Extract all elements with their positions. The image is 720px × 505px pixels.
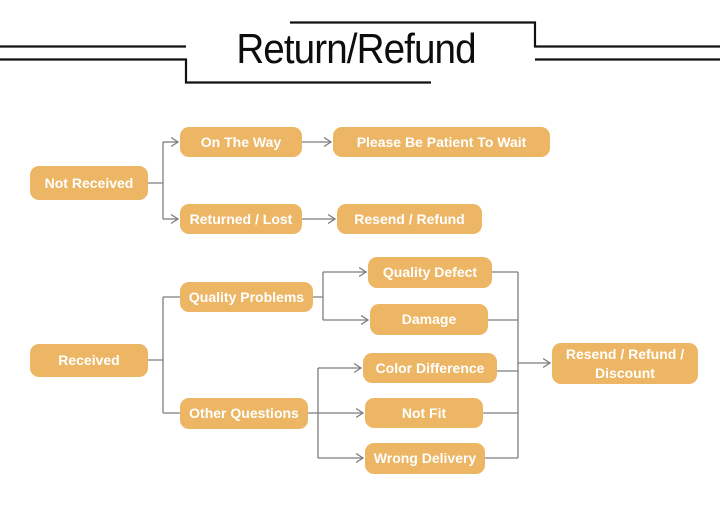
node-not-fit: Not Fit — [365, 398, 483, 428]
title-decoration-top-right — [290, 21, 720, 48]
title-decoration-lines — [0, 21, 720, 84]
node-received: Received — [30, 344, 148, 377]
page-title: Return/Refund — [236, 25, 476, 72]
edge-not-received-trunk — [148, 142, 164, 219]
edge-quality-problems-trunk — [313, 272, 324, 320]
node-quality-defect: Quality Defect — [368, 257, 492, 288]
connector-lines — [148, 142, 550, 458]
node-on-the-way: On The Way — [180, 127, 302, 157]
node-quality-problems: Quality Problems — [180, 282, 313, 312]
edge-received-trunk — [148, 297, 164, 413]
node-color-difference: Color Difference — [363, 353, 497, 383]
node-returned-lost: Returned / Lost — [180, 204, 302, 234]
node-resend-refund-discount: Resend / Refund / Discount — [552, 343, 698, 384]
node-please-be-patient: Please Be Patient To Wait — [333, 127, 550, 157]
node-damage: Damage — [370, 304, 488, 335]
node-wrong-delivery: Wrong Delivery — [365, 443, 485, 474]
node-not-received: Not Received — [30, 166, 148, 200]
title-decoration-bottom-left — [0, 58, 431, 84]
node-resend-refund: Resend / Refund — [337, 204, 482, 234]
edge-result-stubs — [483, 271, 518, 459]
node-other-questions: Other Questions — [180, 398, 308, 429]
